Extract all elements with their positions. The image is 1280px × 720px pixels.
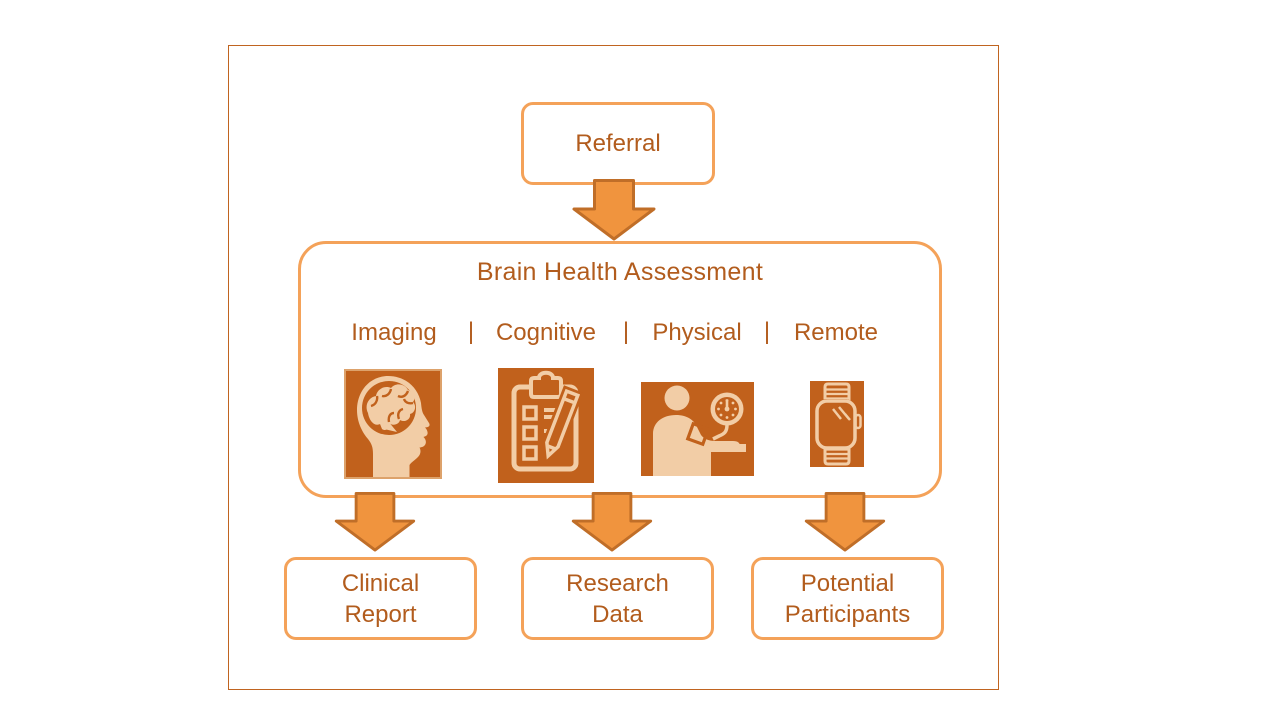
modality-separator: | bbox=[763, 318, 771, 345]
potential-participants-line1: Potential bbox=[800, 569, 895, 597]
brain-head-icon bbox=[344, 369, 442, 479]
potential-participants-box: Potential Participants bbox=[751, 557, 944, 640]
modality-separator: | bbox=[467, 318, 475, 345]
smartwatch-icon bbox=[810, 381, 864, 467]
arrow-to-clinical-report-icon bbox=[334, 492, 416, 552]
arrow-to-research-data-icon bbox=[571, 492, 653, 552]
clinical-report-line2: Report bbox=[344, 600, 417, 628]
clinical-report-box: Clinical Report bbox=[284, 557, 477, 640]
modality-label-imaging: Imaging bbox=[351, 319, 437, 346]
research-data-box: Research Data bbox=[521, 557, 714, 640]
modality-label-remote: Remote bbox=[793, 319, 879, 346]
referral-box: Referral bbox=[521, 102, 715, 185]
clipboard-checklist-icon bbox=[498, 368, 594, 483]
outer-frame: Referral Brain Health Assessment Imaging… bbox=[228, 45, 999, 690]
potential-participants-line2: Participants bbox=[784, 600, 911, 628]
modality-separator: | bbox=[622, 318, 630, 345]
blood-pressure-icon bbox=[641, 382, 754, 476]
assessment-box: Brain Health Assessment Imaging | Cognit… bbox=[298, 241, 942, 498]
arrow-referral-to-assessment-icon bbox=[572, 179, 656, 241]
pencil-glyph bbox=[542, 385, 584, 466]
arrow-to-potential-participants-icon bbox=[804, 492, 886, 552]
research-data-line2: Data bbox=[592, 600, 643, 628]
referral-label: Referral bbox=[575, 130, 661, 157]
assessment-title: Brain Health Assessment bbox=[476, 258, 764, 286]
clinical-report-line1: Clinical bbox=[341, 569, 420, 597]
modality-label-cognitive: Cognitive bbox=[495, 319, 597, 346]
modality-label-physical: Physical bbox=[652, 319, 742, 346]
research-data-line1: Research bbox=[566, 569, 669, 597]
